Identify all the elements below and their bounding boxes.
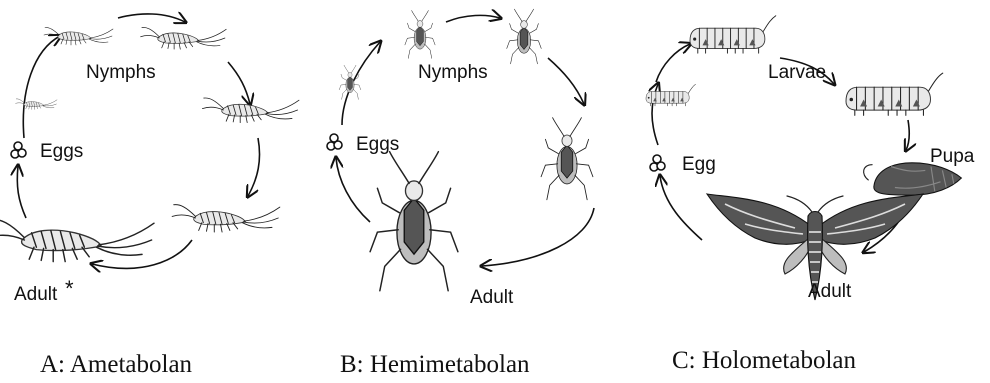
arrow-nymph-to-nymph-3 [248, 138, 260, 196]
caption-holometabolan: C: Holometabolan [672, 347, 856, 374]
arrow-larva-to-pupa [906, 120, 909, 150]
egg-cluster-icon [11, 142, 26, 158]
stage-label-adult: Adult [14, 284, 58, 305]
true-bug-icon [507, 9, 542, 64]
silverfish-icon [202, 98, 299, 123]
adult-footnote-mark: * [65, 276, 74, 301]
egg-cluster-icon [650, 155, 665, 171]
arrow-nymph-to-nymph [118, 14, 185, 22]
arrow-eggs-to-nymph [23, 36, 60, 138]
stage-label-eggs: Eggs [356, 134, 399, 155]
silverfish-icon [172, 205, 280, 232]
stage-label-nymphs: Nymphs [86, 62, 156, 83]
true-bug-icon [405, 10, 435, 58]
silverfish-icon [0, 219, 154, 261]
arrow-nymph-to-nymph-2 [228, 62, 250, 104]
stage-label-adult: Adult [808, 281, 852, 302]
caterpillar-icon [646, 84, 696, 106]
arrow-adult-to-eggs [336, 158, 370, 222]
stage-label-pupa: Pupa [930, 146, 975, 167]
stage-label-nymphs: Nymphs [418, 62, 488, 83]
true-bug-icon [541, 118, 593, 200]
stage-label-egg: Egg [682, 154, 716, 175]
arrow-nymph-to-nymph-2 [548, 58, 584, 104]
caption-ametabolan: A: Ametabolan [40, 351, 193, 378]
panel-a-ametabolan: Nymphs Eggs Adult * A: Ametabolan [0, 14, 299, 378]
caterpillar-icon [690, 16, 776, 53]
stage-label-eggs: Eggs [40, 141, 83, 162]
true-bug-icon [370, 152, 458, 291]
egg-cluster-icon [327, 134, 342, 150]
true-bug-icon [339, 65, 361, 99]
stage-label-adult: Adult [470, 287, 514, 308]
arrow-adult-to-eggs [17, 166, 26, 218]
silverfish-icon [141, 27, 227, 49]
arrow-adult-to-egg [660, 176, 702, 240]
caption-hemimetabolan: B: Hemimetabolan [340, 351, 530, 378]
silverfish-icon [44, 27, 113, 45]
caterpillar-icon [846, 73, 943, 115]
arrow-larva-to-larva [656, 44, 690, 82]
panel-c-holometabolan: Larvae Pupa Egg Adult C: Holometabolan [646, 16, 975, 374]
silverfish-icon [16, 99, 57, 110]
panel-b-hemimetabolan: Nymphs Eggs Adult B: Hemimetabolan [327, 9, 594, 378]
stage-label-larvae: Larvae [768, 62, 826, 83]
arrow-nymph-to-nymph [446, 15, 500, 22]
pupa-icon [864, 163, 962, 195]
arrow-nymph-to-adult [482, 208, 594, 266]
